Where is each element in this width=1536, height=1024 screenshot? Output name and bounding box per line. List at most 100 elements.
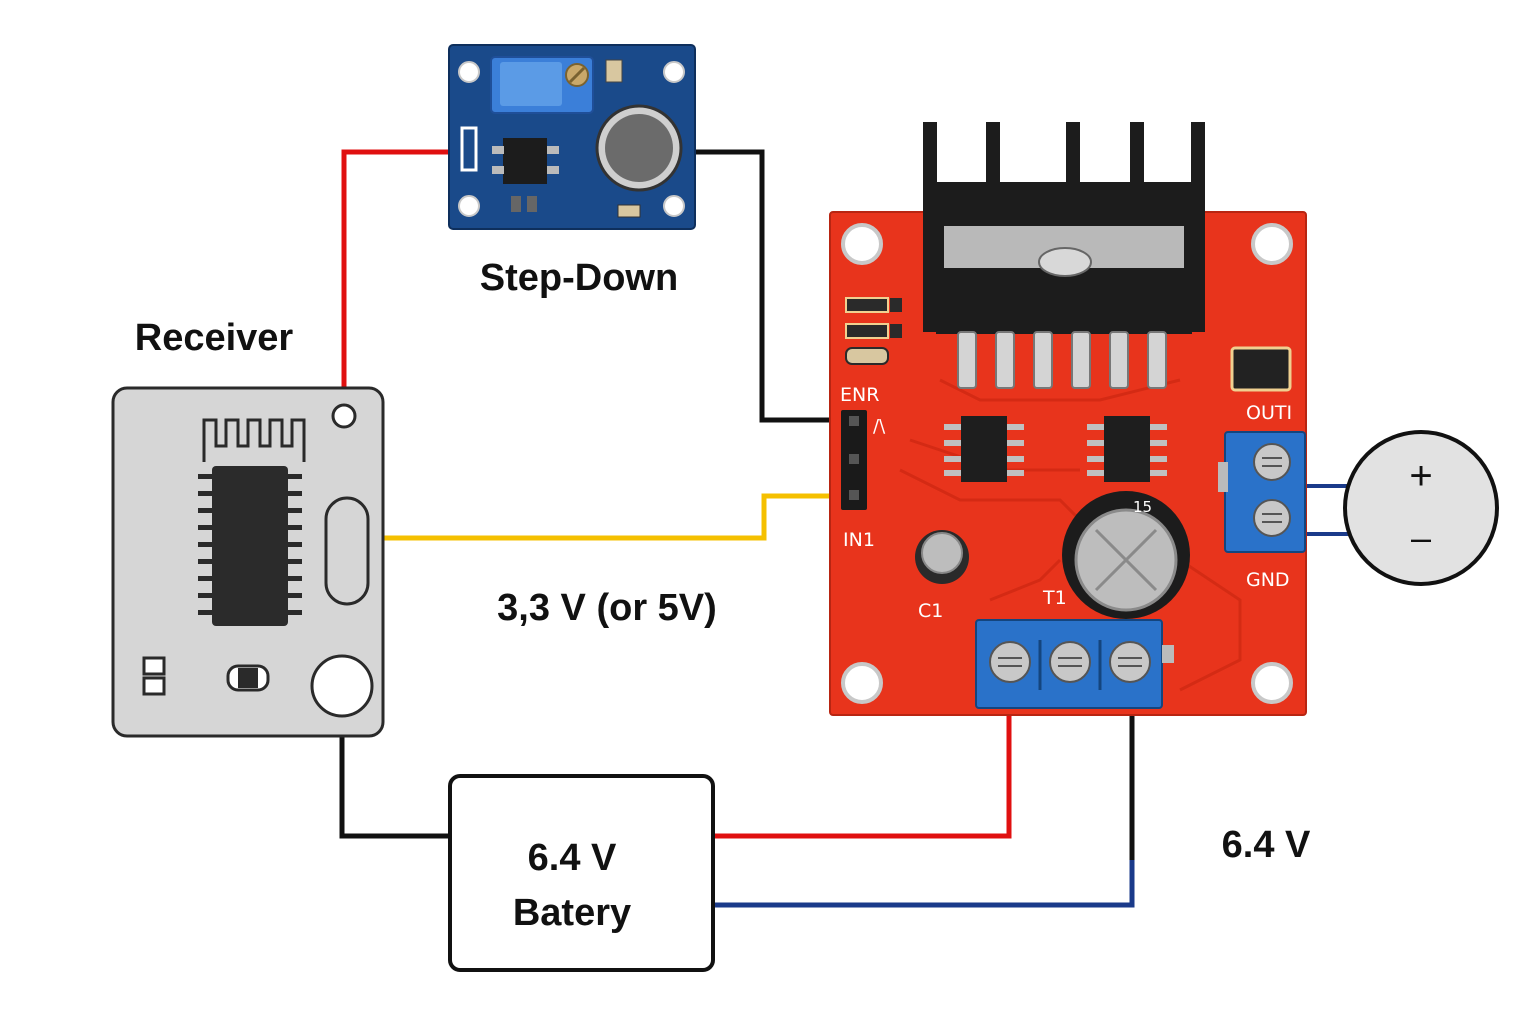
battery: 6.4 V Batery bbox=[448, 774, 715, 972]
heatsink-fin bbox=[923, 122, 937, 332]
mount-hole bbox=[1251, 223, 1293, 265]
chip-pin bbox=[198, 593, 212, 598]
smd-pad bbox=[142, 656, 166, 676]
motor-body bbox=[1343, 430, 1499, 586]
smd-pad bbox=[142, 676, 166, 696]
smd-part bbox=[511, 196, 521, 212]
pin-label-enr: ENR bbox=[840, 384, 879, 406]
ic-leg bbox=[547, 146, 559, 154]
chip-pin bbox=[288, 576, 302, 581]
motor-supply-voltage-label: 6.4 V bbox=[1222, 824, 1311, 866]
signal-voltage-label: 3,3 V (or 5V) bbox=[497, 587, 717, 629]
receiver-ground-pad bbox=[310, 654, 374, 718]
wire-battery-to-terminal-plus bbox=[714, 708, 1012, 839]
chip-pin bbox=[198, 542, 212, 547]
chip-pin bbox=[288, 474, 302, 479]
trimmer-screw-slot bbox=[568, 66, 586, 84]
step-down-label: Step-Down bbox=[480, 257, 678, 299]
c1-label: C1 bbox=[918, 600, 943, 622]
silk-mark: /\ bbox=[873, 416, 886, 437]
capacitor-marking: 15 bbox=[1133, 498, 1152, 516]
battery-box bbox=[448, 774, 715, 972]
heatsink-fin bbox=[1191, 122, 1205, 332]
terminal-screw bbox=[989, 641, 1031, 683]
heatsink-screw bbox=[1038, 247, 1092, 277]
dc-motor: + – bbox=[1343, 430, 1499, 586]
receiver-chip bbox=[212, 466, 288, 626]
ic-leg bbox=[492, 166, 504, 174]
smd-led bbox=[845, 323, 889, 339]
ic-leg bbox=[957, 331, 977, 389]
terminal-screw bbox=[1253, 443, 1291, 481]
wire-signal-to-in1 bbox=[376, 493, 855, 541]
out-label: OUTI bbox=[1246, 402, 1292, 424]
inductor-core bbox=[605, 114, 673, 182]
ic-leg bbox=[1147, 331, 1167, 389]
chip-pin bbox=[198, 559, 212, 564]
chip-pin bbox=[198, 508, 212, 513]
wire-receiver-to-battery bbox=[339, 712, 452, 839]
heatsink bbox=[923, 122, 1205, 334]
motor-driver-board: ENR IN1 /\ OUTI GND bbox=[829, 122, 1307, 716]
mount-hole bbox=[1251, 662, 1293, 704]
chip-pin bbox=[288, 559, 302, 564]
terminal-screw bbox=[1253, 499, 1291, 537]
smd-part bbox=[605, 59, 623, 83]
ic-leg bbox=[492, 146, 504, 154]
chip-pin bbox=[198, 576, 212, 581]
wire-receiver-to-stepdown bbox=[341, 149, 472, 412]
ic-leg bbox=[1033, 331, 1053, 389]
chip-pin bbox=[288, 610, 302, 615]
ic-leg bbox=[1109, 331, 1129, 389]
smd-resistor bbox=[845, 347, 889, 365]
receiver-chip-pins bbox=[198, 474, 302, 615]
smd-resistor-body bbox=[238, 668, 258, 688]
motor-minus-label: – bbox=[1411, 517, 1431, 558]
l298n-legs bbox=[957, 331, 1167, 389]
chip-pin bbox=[288, 542, 302, 547]
battery-voltage-label: 6.4 V bbox=[528, 837, 617, 879]
mount-hole bbox=[663, 61, 685, 83]
antenna-trace bbox=[202, 418, 306, 462]
motor-plus-label: + bbox=[1409, 454, 1432, 498]
smd-part bbox=[527, 196, 537, 212]
chip-pin bbox=[288, 508, 302, 513]
pin-label-in1: IN1 bbox=[843, 529, 875, 551]
mount-hole bbox=[841, 223, 883, 265]
mount-hole bbox=[458, 61, 480, 83]
smd-diode bbox=[1230, 346, 1292, 392]
step-down-module bbox=[448, 44, 696, 230]
electrolytic-capacitor: 15 bbox=[1062, 491, 1190, 619]
power-terminal-block bbox=[975, 619, 1174, 709]
chip-pin bbox=[288, 491, 302, 496]
receiver-pin-hole bbox=[331, 403, 357, 429]
battery-name-label: Batery bbox=[513, 892, 631, 934]
regulator-ic bbox=[503, 138, 547, 184]
mount-hole bbox=[458, 195, 480, 217]
smd-part bbox=[890, 298, 902, 312]
chip-pin bbox=[288, 525, 302, 530]
wire-battery-return-blue bbox=[714, 860, 1135, 908]
output-terminal-block bbox=[1218, 431, 1306, 553]
header-pin bbox=[849, 454, 859, 464]
header-pin bbox=[849, 490, 859, 500]
smd-led bbox=[845, 297, 889, 313]
terminal-screw bbox=[1049, 641, 1091, 683]
chip-pin bbox=[198, 610, 212, 615]
trimmer-inner bbox=[500, 62, 562, 106]
receiver-module bbox=[111, 386, 385, 738]
t1-label: T1 bbox=[1042, 587, 1067, 609]
mount-hole bbox=[663, 195, 685, 217]
soic-chip-right bbox=[1087, 416, 1167, 482]
gnd-label: GND bbox=[1246, 569, 1290, 591]
header-pin bbox=[849, 416, 859, 426]
wire-stepdown-to-enr bbox=[684, 149, 855, 423]
chip-pin bbox=[198, 491, 212, 496]
wires bbox=[339, 149, 1352, 908]
chip-pin bbox=[288, 593, 302, 598]
chip-pin bbox=[198, 474, 212, 479]
stepdown-input-pad bbox=[460, 126, 478, 172]
smd-part bbox=[617, 204, 641, 218]
ic-leg bbox=[995, 331, 1015, 389]
